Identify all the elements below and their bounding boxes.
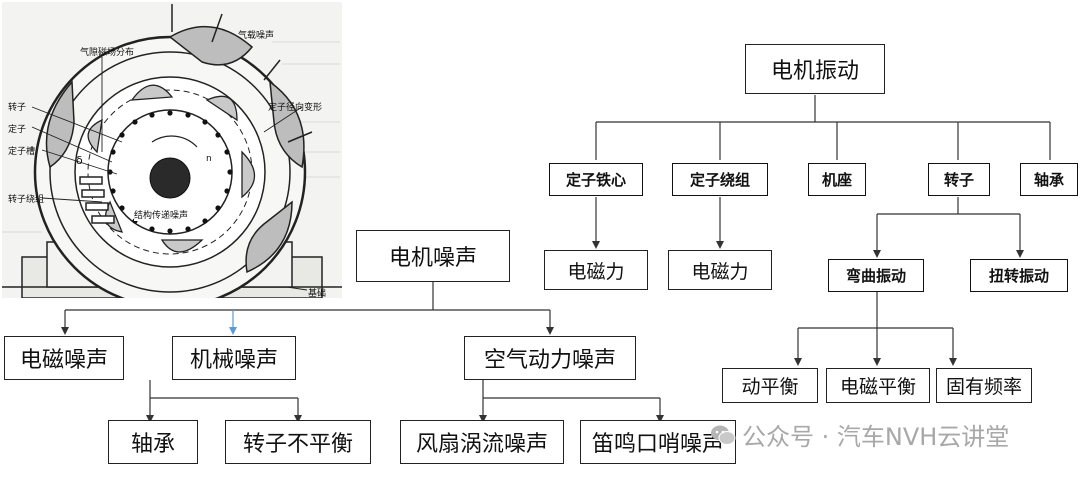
motor-cross-section-figure: 气隙磁场分布 气载噪声 转子 定子 定子槽 δ 转子绕组 定子径向变形 结构传递… (2, 2, 342, 298)
node-stator-winding: 定子绕组 (672, 163, 768, 196)
node-whistle-noise: 笛鸣口哨噪声 (580, 420, 736, 464)
node-electromagnetic-noise: 电磁噪声 (4, 336, 124, 380)
node-em-force-1: 电磁力 (544, 250, 648, 290)
node-bearing: 轴承 (1020, 163, 1078, 196)
node-rotor: 转子 (928, 163, 990, 196)
node-fan-vortex-noise: 风扇涡流噪声 (400, 420, 564, 464)
node-em-balance: 电磁平衡 (826, 368, 930, 403)
node-stator-core: 定子铁心 (549, 163, 643, 196)
label-radial-deformation: 定子径向变形 (268, 103, 323, 113)
node-natural-frequency: 固有频率 (936, 368, 1032, 403)
watermark-text: 公众号 · 汽车NVH云讲堂 (742, 423, 1010, 451)
label-stator: 定子 (8, 125, 27, 135)
label-aero-noise: 气载噪声 (238, 31, 275, 41)
node-mechanical-noise: 机械噪声 (172, 336, 296, 380)
node-motor-vibration: 电机振动 (745, 44, 885, 94)
label-stator-slot: 定子槽 (8, 147, 36, 157)
label-structure-noise: 结构传递噪声 (134, 208, 189, 221)
label-delta: δ (76, 154, 83, 167)
node-torsional-vibration: 扭转振动 (970, 259, 1068, 292)
node-aerodynamic-noise: 空气动力噪声 (464, 336, 636, 380)
watermark: 公众号 · 汽车NVH云讲堂 (710, 417, 1009, 452)
label-rotor: 转子 (8, 103, 27, 113)
label-base: 基础 (308, 289, 327, 298)
node-dynamic-balance: 动平衡 (722, 368, 818, 403)
node-bending-vibration: 弯曲振动 (828, 259, 924, 292)
node-rotor-unbalance: 转子不平衡 (225, 420, 371, 464)
node-motor-noise: 电机噪声 (356, 230, 510, 282)
motor-drawing (2, 4, 342, 298)
node-bearing-noise: 轴承 (108, 420, 198, 464)
node-em-force-2: 电磁力 (668, 250, 772, 290)
wechat-icon (711, 425, 736, 445)
label-n: n (206, 154, 212, 164)
node-frame: 机座 (808, 163, 866, 196)
label-rotor-winding: 转子绕组 (8, 195, 45, 205)
label-airgap-field: 气隙磁场分布 (80, 48, 135, 58)
